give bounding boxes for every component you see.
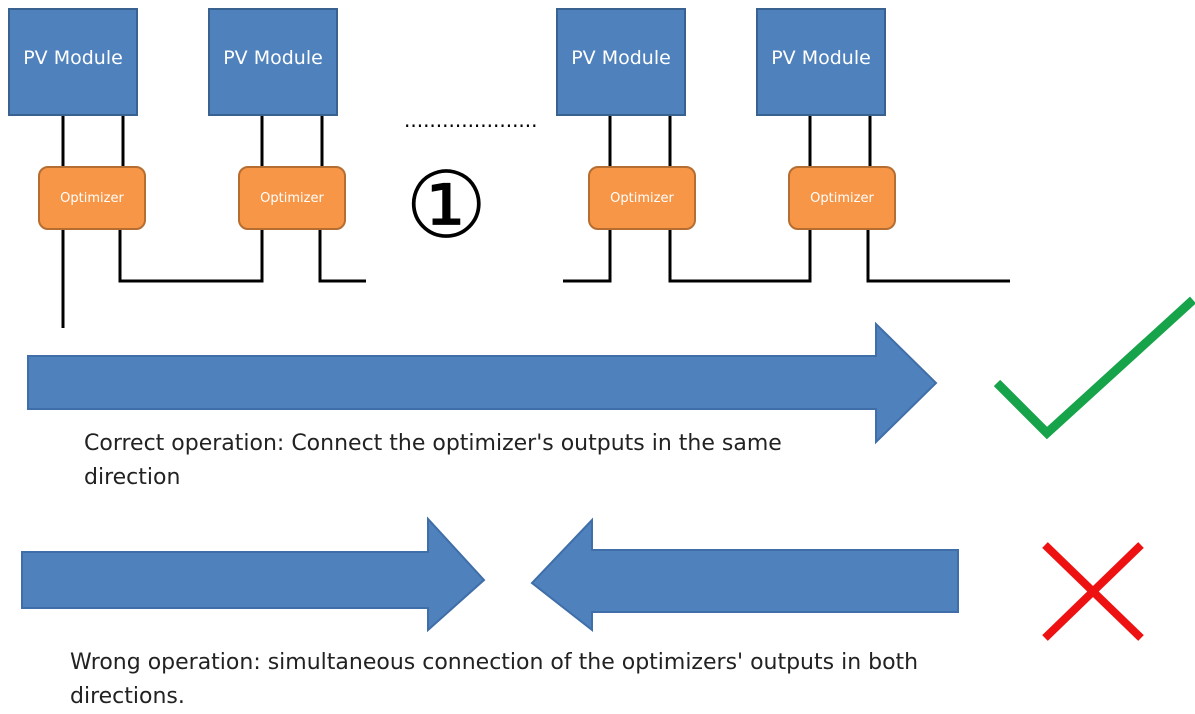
cross-icon [1042,542,1144,641]
correct-operation-caption: Correct operation: Connect the optimizer… [84,431,782,490]
wire [866,228,1010,283]
optimizer-1: Optimizer [38,166,146,230]
wrong-operation-caption: Wrong operation: simultaneous connection… [70,650,919,709]
correct-direction-arrow [27,321,938,445]
wire [563,228,612,283]
wire [318,228,366,283]
wire [668,228,812,283]
pv-module-1: PV Module [8,8,138,116]
step-marker: ① [405,152,488,259]
pv-module-4: PV Module [756,8,886,116]
pv-module-2: PV Module [208,8,338,116]
right-pointing-arrow [21,516,486,633]
wire [118,228,264,283]
optimizer-4: Optimizer [788,166,896,230]
checkmark-icon [993,296,1195,440]
optimizer-2: Optimizer [238,166,346,230]
pv-module-3: PV Module [556,8,686,116]
continuation-dots: ..................... [404,108,538,132]
left-pointing-arrow [530,517,959,633]
optimizer-3: Optimizer [588,166,696,230]
